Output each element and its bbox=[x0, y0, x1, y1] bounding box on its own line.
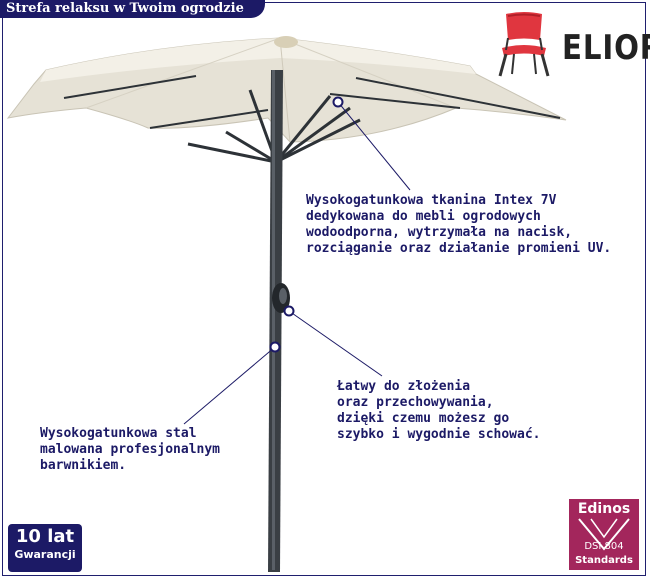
marker-fabric bbox=[332, 96, 344, 108]
badge-name: Edinos bbox=[577, 501, 631, 517]
banner-title: Strefa relaksu w Twoim ogrodzie bbox=[6, 1, 244, 16]
callout-fabric: Wysokogatunkowa tkanina Intex 7V dedykow… bbox=[306, 193, 612, 256]
badge-emblem-icon bbox=[578, 518, 630, 551]
chair-icon bbox=[498, 12, 550, 77]
badge-standard: Standards bbox=[575, 555, 633, 566]
callout-steel: Wysokogatunkowa stal malowana profesjona… bbox=[40, 426, 221, 473]
warranty-badge: 10 lat Gwarancji bbox=[8, 524, 82, 572]
marker-fold bbox=[283, 305, 295, 317]
badge-code: DSI 804 bbox=[584, 541, 624, 552]
callout-fold: Łatwy do złożenia oraz przechowywania, d… bbox=[337, 379, 541, 442]
top-banner: Strefa relaksu w Twoim ogrodzie bbox=[0, 0, 265, 18]
warranty-years: 10 lat bbox=[15, 526, 75, 547]
marker-steel bbox=[269, 341, 281, 353]
edinos-badge: Edinos DSI 804 Standards bbox=[569, 499, 639, 570]
brand-logo: ELIOR bbox=[494, 10, 650, 78]
brand-name: ELIOR bbox=[562, 28, 650, 68]
umbrella-pole bbox=[268, 70, 283, 572]
warranty-label: Gwarancji bbox=[14, 548, 76, 561]
